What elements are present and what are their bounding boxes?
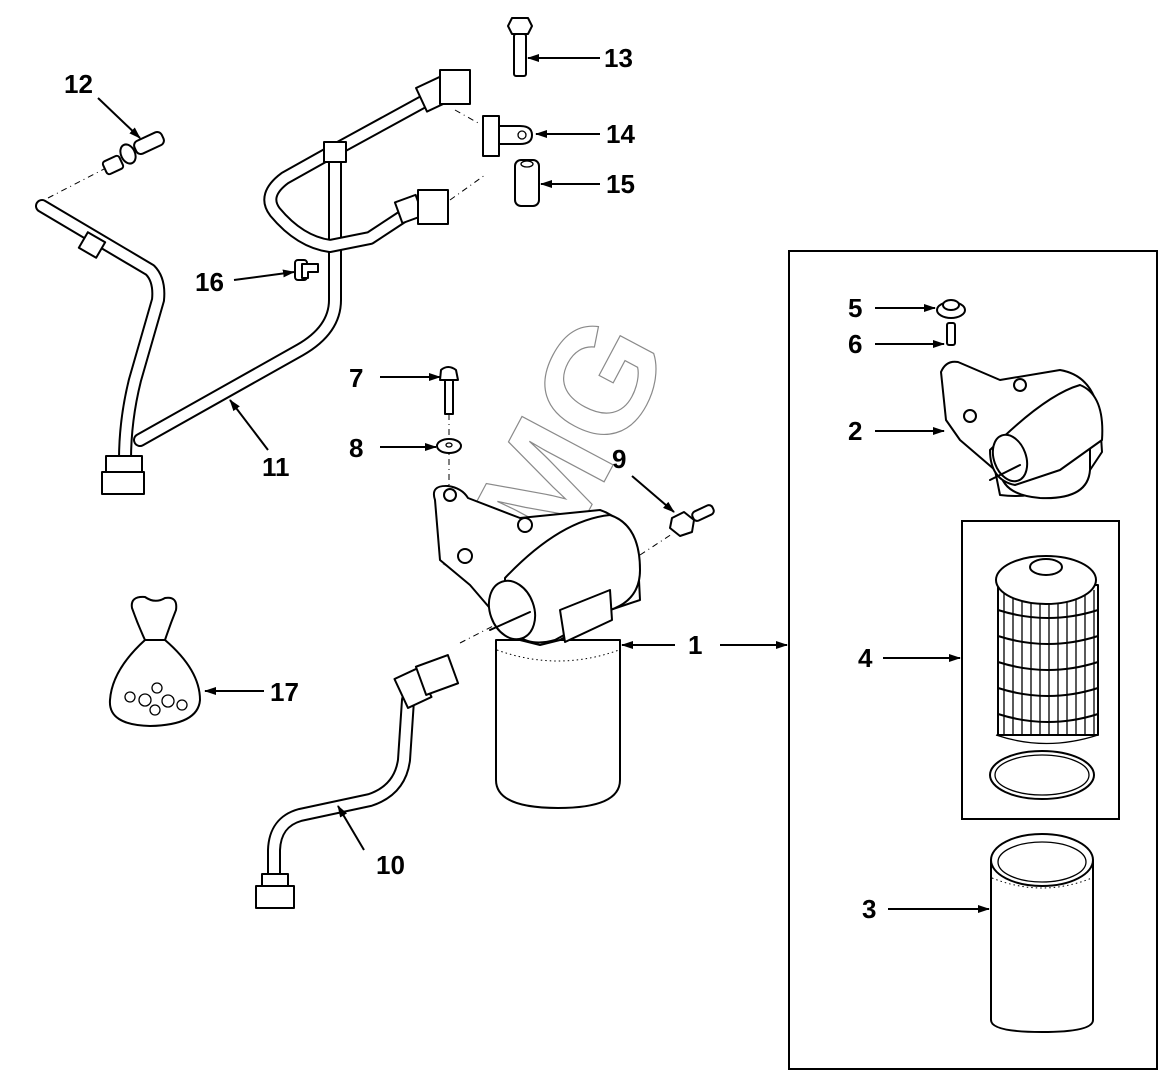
fuel-line-lower <box>255 654 460 909</box>
hose-end-nut <box>101 471 145 495</box>
connector-fitting <box>101 130 165 176</box>
callout-4: 4 <box>858 643 873 673</box>
element-band <box>997 687 1099 697</box>
filter-head <box>940 360 1104 500</box>
side-connector-nut <box>417 189 449 225</box>
hose-clip <box>294 259 319 281</box>
callout-6: 6 <box>848 329 862 359</box>
fuel-line-harness <box>35 69 471 495</box>
p-clip <box>482 115 533 157</box>
callout-13: 13 <box>604 43 633 73</box>
callout-16: 16 <box>195 267 224 297</box>
filter-element <box>995 555 1099 745</box>
callout-17: 17 <box>270 677 299 707</box>
flange-bolt <box>507 17 533 77</box>
o-ring <box>989 750 1095 800</box>
sensor-fitting <box>669 504 715 537</box>
callout-10: 10 <box>376 850 405 880</box>
callout-9: 9 <box>612 444 626 474</box>
leader-lines <box>97 54 990 913</box>
hose-sleeve <box>77 231 107 259</box>
tee-fitting <box>323 141 347 163</box>
callout-2: 2 <box>848 416 862 446</box>
callout-8: 8 <box>349 433 363 463</box>
element-kit-frame <box>961 520 1120 820</box>
element-band <box>997 713 1099 723</box>
element-band <box>997 661 1099 671</box>
filter-assembly <box>432 484 641 809</box>
callout-12: 12 <box>64 69 93 99</box>
top-connector-nut <box>439 69 471 105</box>
washer <box>436 438 462 454</box>
callout-3: 3 <box>862 894 876 924</box>
exploded-view-frame <box>788 250 1158 1070</box>
callout-15: 15 <box>606 169 635 199</box>
callout-14: 14 <box>606 119 635 149</box>
callout-5: 5 <box>848 293 862 323</box>
callout-7: 7 <box>349 363 363 393</box>
hardware-kit-bag <box>108 595 201 727</box>
bolt <box>439 366 459 415</box>
callout-1: 1 <box>688 630 702 660</box>
cap-nut <box>936 299 966 319</box>
filter-bowl <box>990 833 1094 1033</box>
element-band <box>997 609 1099 619</box>
pin <box>946 322 956 346</box>
spacer <box>514 159 540 207</box>
element-band <box>997 635 1099 645</box>
callout-11: 11 <box>262 452 290 482</box>
